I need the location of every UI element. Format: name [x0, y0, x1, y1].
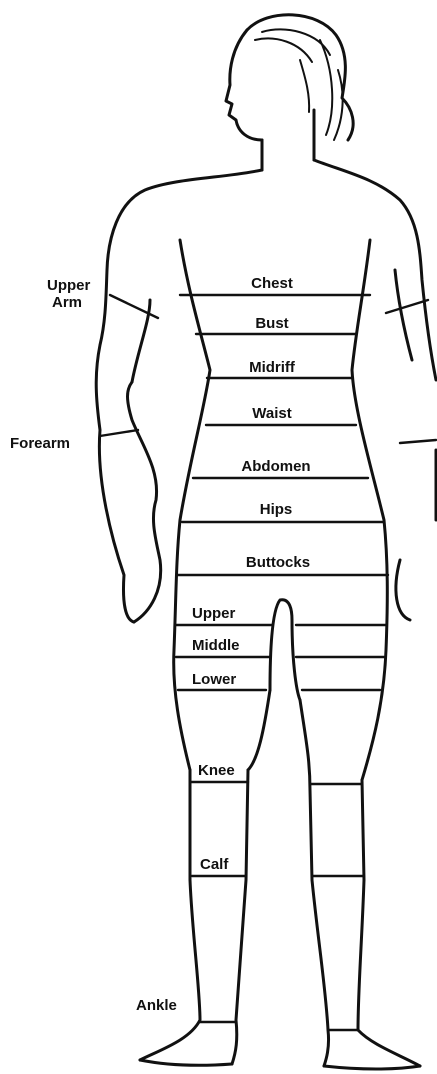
label-lower-thigh: Lower — [192, 671, 236, 688]
forearm-line-right — [400, 440, 436, 443]
label-abdomen: Abdomen — [241, 458, 310, 475]
label-forearm: Forearm — [10, 435, 70, 452]
label-ankle: Ankle — [136, 997, 177, 1014]
head — [226, 15, 353, 170]
label-upper-arm-line1: Upper — [47, 277, 91, 294]
label-waist: Waist — [252, 405, 291, 422]
label-calf: Calf — [200, 856, 229, 873]
forearm-line-left — [100, 430, 138, 436]
legs — [140, 600, 420, 1069]
label-hips: Hips — [260, 501, 293, 518]
upper-arm-line-right — [386, 300, 428, 313]
label-buttocks: Buttocks — [246, 554, 310, 571]
label-bust: Bust — [255, 315, 288, 332]
label-knee: Knee — [198, 762, 235, 779]
labels: Chest Bust Midriff Waist Abdomen Hips Bu… — [10, 275, 311, 1014]
label-upper-arm-line2: Arm — [52, 294, 82, 311]
label-midriff: Midriff — [249, 359, 296, 376]
label-chest: Chest — [251, 275, 293, 292]
label-upper-thigh: Upper — [192, 605, 236, 622]
label-middle-thigh: Middle — [192, 637, 240, 654]
